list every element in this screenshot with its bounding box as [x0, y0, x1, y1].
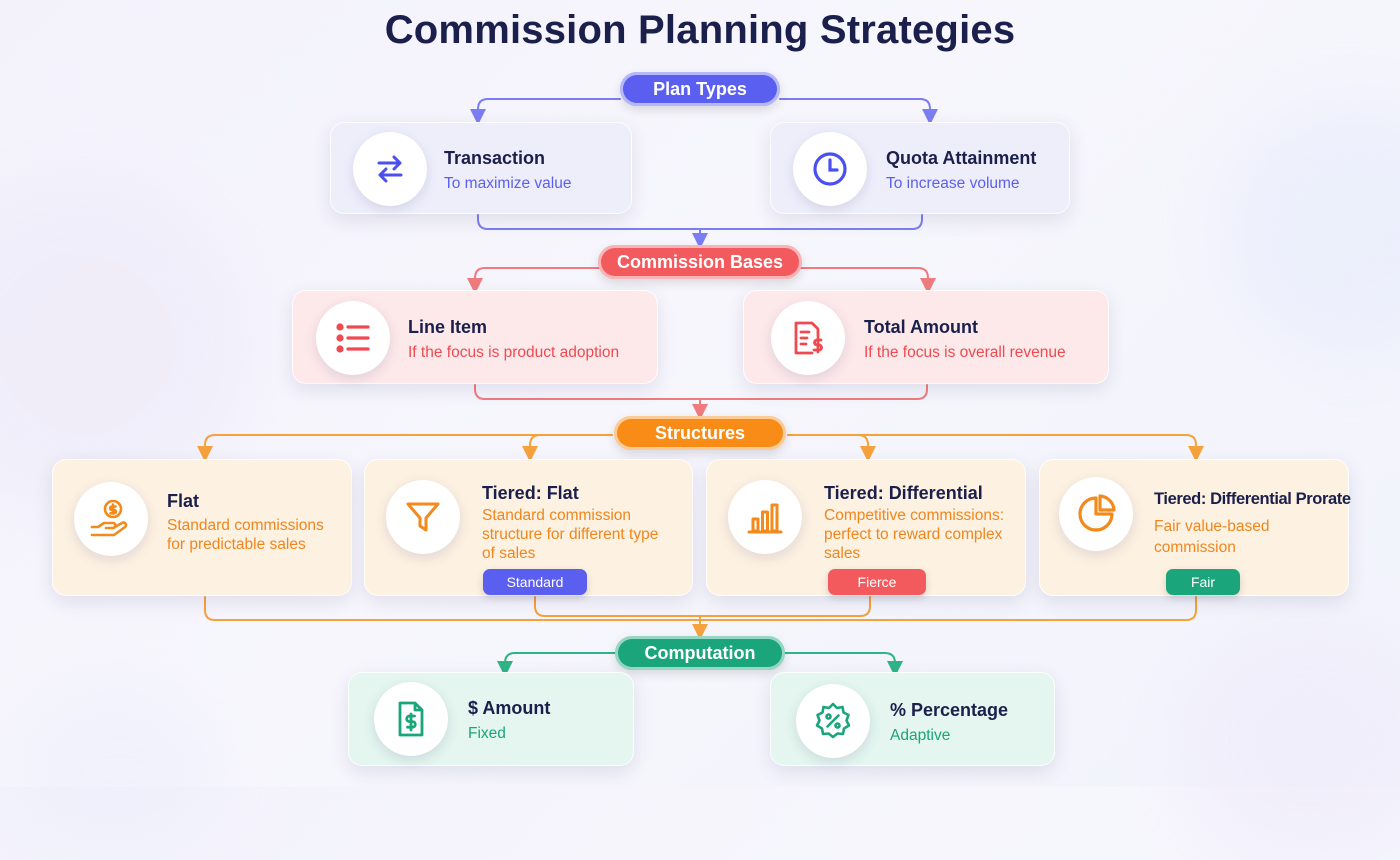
status-badge-standard: Standard [483, 569, 587, 595]
card-subtitle: Fixed [468, 725, 506, 742]
card-title: Tiered: Differential Prorate [1154, 490, 1351, 508]
card-flat: Flat Standard commissions for predictabl… [52, 459, 352, 596]
invoice-dollar-icon [771, 301, 845, 375]
connector-structures-left [197, 434, 613, 462]
clock-icon [793, 132, 867, 206]
card-subtitle: To increase volume [886, 175, 1020, 192]
card-subtitle: Standard commissions for predictable sal… [167, 517, 324, 553]
card-title: $ Amount [468, 698, 551, 718]
card-percentage: % Percentage Adaptive [770, 672, 1055, 766]
connector-structures-right [787, 434, 1204, 462]
card-subtitle: Standard commission structure for differ… [482, 507, 659, 562]
card-title: Tiered: Flat [482, 483, 579, 503]
hand-coin-icon [74, 482, 148, 556]
card-title: Total Amount [864, 317, 978, 337]
dollar-document-icon [374, 682, 448, 756]
list-icon [316, 301, 390, 375]
pie-chart-icon [1059, 477, 1133, 551]
card-tiered-differential-prorate: Tiered: Differential Prorate Fair value-… [1039, 459, 1351, 596]
connector-computation-left [497, 652, 616, 677]
card-quota-attainment: Quota Attainment To increase volume [770, 122, 1070, 214]
bar-chart-icon [728, 480, 802, 554]
commission-bases-label: Commission Bases [616, 251, 784, 272]
card-transaction: Transaction To maximize value [330, 122, 632, 214]
connector-bases-right [799, 267, 936, 294]
computation-pill: Computation [615, 636, 785, 670]
connector-structures-mid-left [534, 596, 871, 617]
connector-plan-merge [477, 214, 923, 230]
connector-bases-merge [474, 384, 928, 400]
connector-structures-center-right [857, 434, 876, 462]
status-badge-fair: Fair [1166, 569, 1240, 595]
card-subtitle: If the focus is product adoption [408, 344, 620, 361]
percent-badge-icon [796, 684, 870, 758]
card-title: Transaction [444, 148, 546, 168]
connector-plan-right [779, 98, 938, 125]
card-subtitle: To maximize value [444, 175, 572, 192]
connector-bases-left [467, 267, 601, 294]
commission-bases-pill: Commission Bases [598, 245, 802, 279]
page-title: Commission Planning Strategies [384, 8, 1016, 52]
card-subtitle: Fair value-based commission [1154, 518, 1270, 556]
card-title: Quota Attainment [886, 148, 1037, 168]
connector-lines [197, 98, 1204, 677]
structures-pill: Structures [614, 416, 786, 450]
card-total-amount: Total Amount If the focus is overall rev… [743, 290, 1109, 384]
arrows-swap-icon [353, 132, 427, 206]
connector-structures-center-left [522, 434, 541, 462]
card-subtitle: Adaptive [890, 727, 951, 744]
structures-label: Structures [654, 422, 746, 443]
card-title: Tiered: Differential [824, 483, 983, 503]
card-title: % Percentage [890, 700, 1009, 720]
card-subtitle: If the focus is overall revenue [864, 344, 1066, 361]
card-tiered-differential: Tiered: Differential Competitive commiss… [706, 459, 1026, 596]
card-dollar-amount: $ Amount Fixed [348, 672, 634, 766]
status-badge-fierce: Fierce [828, 569, 926, 595]
plan-types-pill: Plan Types [620, 72, 780, 106]
card-title: Flat [167, 491, 200, 511]
card-subtitle: Competitive commissions: perfect to rewa… [824, 507, 1005, 562]
card-tiered-flat: Tiered: Flat Standard commission structu… [364, 459, 693, 596]
card-title: Line Item [408, 317, 488, 337]
connector-computation-right [784, 652, 903, 677]
plan-types-label: Plan Types [653, 78, 747, 99]
funnel-icon [386, 480, 460, 554]
card-line-item: Line Item If the focus is product adopti… [292, 290, 658, 384]
connector-plan-left [470, 98, 621, 125]
computation-label: Computation [644, 642, 756, 663]
